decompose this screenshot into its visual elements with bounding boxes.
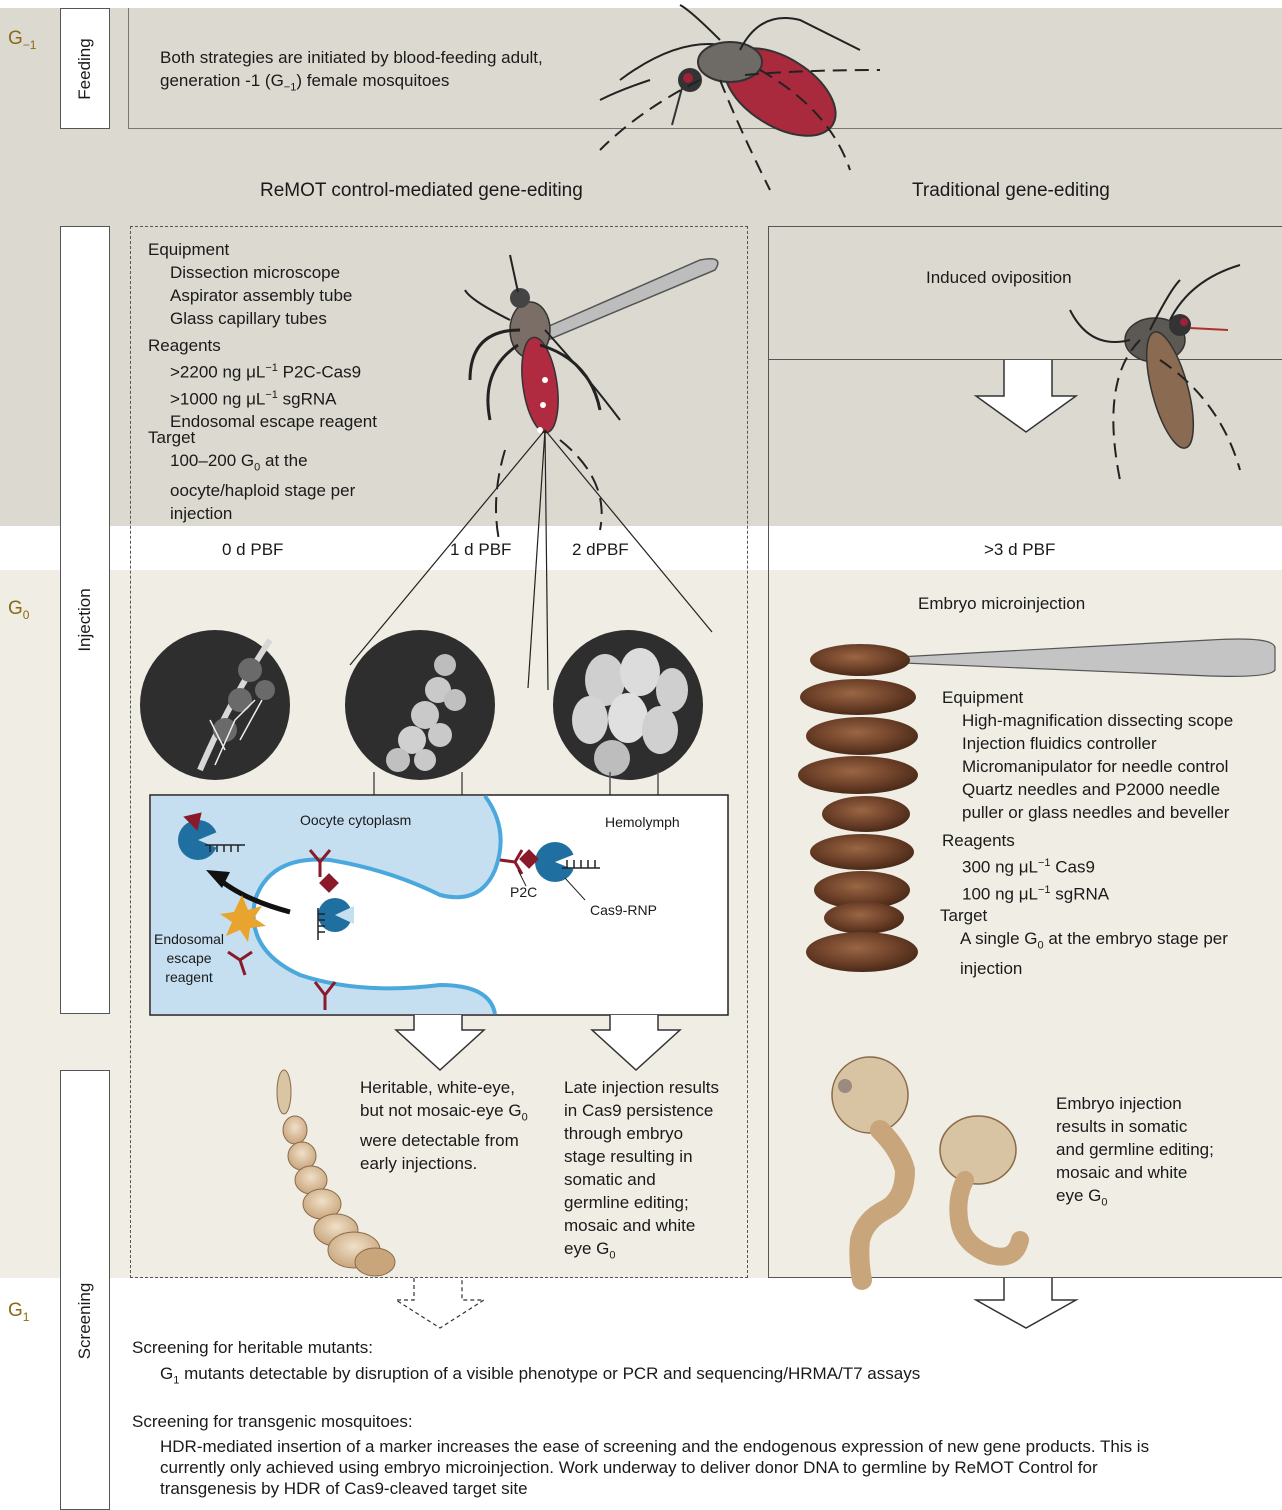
p2c-label: P2C (510, 884, 537, 900)
oocyte-cytoplasm-label: Oocyte cytoplasm (300, 812, 411, 828)
arrow-down-traditional-screening (976, 1278, 1076, 1328)
screening-heritable-title: Screening for heritable mutants: (132, 1336, 373, 1359)
result-embryo-injection: Embryo injection results in somatic and … (1056, 1092, 1214, 1214)
cas9-rnp-label: Cas9-RNP (590, 902, 657, 918)
ovary-2d (553, 630, 703, 780)
embryo-stack (798, 644, 918, 972)
arrow-down-oviposition (976, 360, 1076, 432)
traditional-reagents-list: Reagents 300 ng μL−1 Cas9 100 ng μL−1 sg… (942, 829, 1109, 905)
screening-transgenic-title: Screening for transgenic mosquitoes: (132, 1410, 413, 1433)
screening-heritable-text: G1 mutants detectable by disruption of a… (160, 1362, 920, 1392)
arrow-down-late (592, 1015, 680, 1070)
pupae-traditional (832, 1057, 1020, 1280)
result-late-injection: Late injection results in Cas9 persisten… (564, 1076, 719, 1267)
result-early-injection: Heritable, white-eye, but not mosaic-eye… (360, 1076, 528, 1175)
hemolymph-label: Hemolymph (605, 814, 680, 830)
arrow-down-remot-screening (396, 1278, 484, 1328)
blood-feeding-mosquito (600, 5, 880, 190)
traditional-equipment-list: Equipment High-magnification dissecting … (942, 686, 1233, 824)
traditional-target-text: Target A single G0 at the embryo stage p… (940, 904, 1228, 980)
ovipositing-mosquito (1070, 265, 1240, 480)
ovary-0d (140, 630, 290, 780)
ovary-1d (345, 630, 495, 780)
injected-mosquito (350, 255, 718, 690)
injection-needle (880, 639, 1275, 676)
screening-transgenic-text: HDR-mediated insertion of a marker incre… (160, 1436, 1149, 1499)
arrow-down-early (396, 1015, 484, 1070)
